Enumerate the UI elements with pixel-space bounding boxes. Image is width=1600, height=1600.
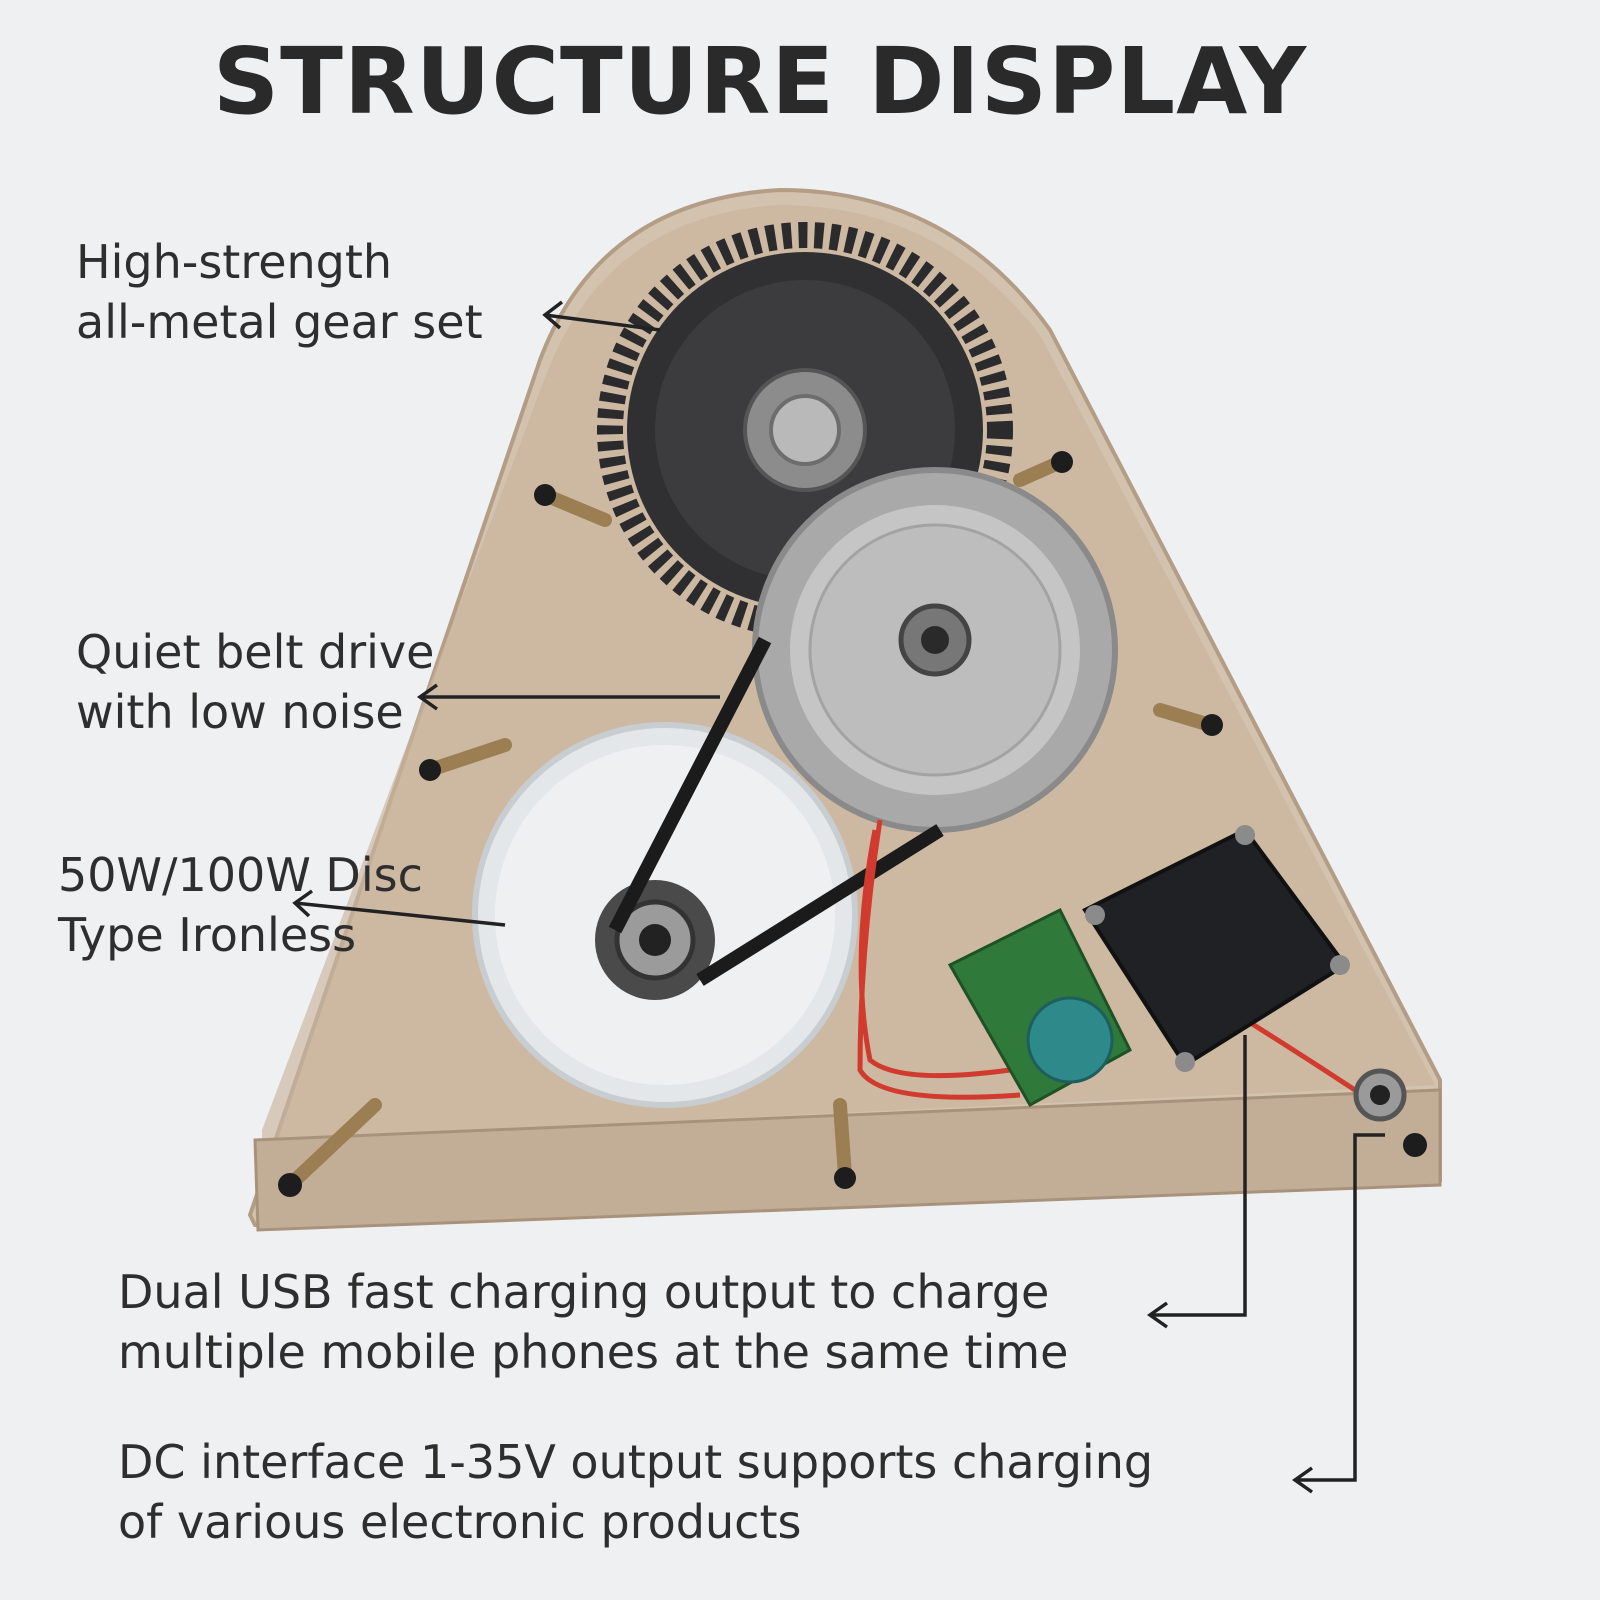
callout-usb-line-1: Dual USB fast charging output to charge xyxy=(118,1265,1050,1319)
callout-disc-line-1: 50W/100W Disc xyxy=(58,848,423,902)
callout-gear-line-2: all-metal gear set xyxy=(76,295,483,349)
green-pcb xyxy=(947,907,1132,1108)
callout-dual-usb: Dual USB fast charging output to charge … xyxy=(118,1262,1068,1382)
callout-dc-line-1: DC interface 1-35V output supports charg… xyxy=(118,1435,1154,1489)
toothed-belt xyxy=(608,636,944,986)
usb-circuit-board xyxy=(1082,825,1350,1072)
callout-belt-line-2: with low noise xyxy=(76,685,404,739)
arrow-disc xyxy=(292,889,506,927)
callout-dc-line-2: of various electronic products xyxy=(118,1495,802,1549)
callout-belt-drive: Quiet belt drive with low noise xyxy=(76,622,434,742)
arrow-belt xyxy=(416,683,720,711)
callout-usb-line-2: multiple mobile phones at the same time xyxy=(118,1325,1069,1379)
page-title: STRUCTURE DISPLAY xyxy=(212,28,1308,135)
arrow-dc xyxy=(1291,1133,1385,1494)
callout-belt-line-1: Quiet belt drive xyxy=(76,625,435,679)
callout-disc-line-2: Type Ironless xyxy=(58,908,357,962)
callout-gear-line-1: High-strength xyxy=(76,235,393,289)
screw-heads xyxy=(278,451,1427,1197)
arrow-gear xyxy=(542,300,661,332)
disc-generator xyxy=(472,722,858,1108)
callout-arrows xyxy=(292,300,1385,1494)
callout-disc-generator: 50W/100W Disc Type Ironless xyxy=(58,845,423,965)
dc-jack xyxy=(1353,1068,1407,1122)
belt-pulley xyxy=(752,467,1118,833)
callout-dc-interface: DC interface 1-35V output supports charg… xyxy=(118,1432,1153,1552)
callout-gear-set: High-strength all-metal gear set xyxy=(76,232,483,352)
arrow-usb xyxy=(1146,1035,1247,1329)
